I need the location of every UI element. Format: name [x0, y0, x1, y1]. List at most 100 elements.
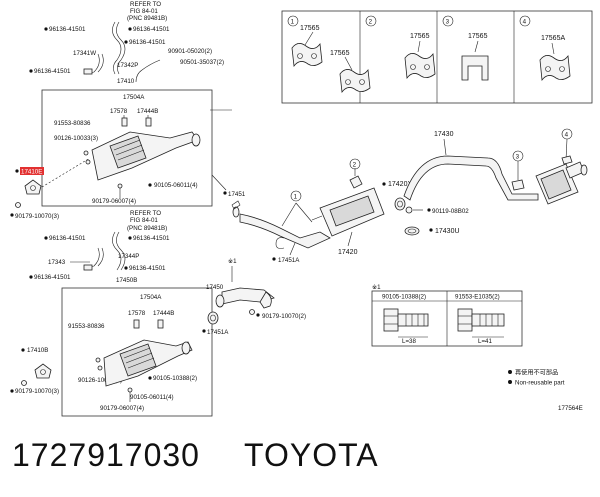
refer-mid-line1: REFER TO: [130, 210, 161, 217]
label-91553-top: 91553-80836: [54, 120, 91, 127]
label-17451-a: 17451: [228, 191, 246, 198]
gasket-ring-icon: [404, 226, 420, 236]
label-star1: ※1: [228, 258, 237, 265]
label-90501: 90501-35037(2): [180, 59, 224, 66]
inset-panel-4-part-a: 17565A: [541, 35, 565, 42]
label-17410e: 17410E: [21, 169, 42, 176]
inset-panel-4-num: 4: [523, 19, 527, 26]
bolt-left-part: 90105-10388(2): [382, 294, 426, 301]
caption-part-number: 1727917030: [12, 437, 200, 473]
label-90105-06011-top: 90105-06011(4): [154, 182, 198, 189]
inset-panel-3-part-a: 17565: [468, 33, 488, 40]
label-90126-bot: 90126-10033(3): [78, 377, 122, 384]
bolt-head-icon: [383, 308, 399, 332]
gasket-icon: [24, 179, 42, 195]
bolt-shank-icon: [471, 313, 505, 327]
refer-mid-line3: (PNC 89481B): [127, 225, 167, 232]
label-17450b: 17450B: [116, 277, 137, 284]
label-17342p: 17342P: [117, 62, 138, 69]
label-17344p: 17344P: [118, 253, 139, 260]
highlight-17410e: [20, 167, 44, 175]
vacuum-hose-icon: [112, 21, 122, 75]
label-90179-10070-a: 90179-10070(3): [15, 213, 59, 220]
label-star1-box: ※1: [372, 284, 381, 291]
gasket-ring-icon: [207, 311, 219, 325]
label-17420x: 17420X: [388, 181, 412, 188]
exhaust-pipe-group: 17451 17420 17451A 1 2 17420X 17430 3: [202, 128, 588, 336]
label-96136-41501-c: 96136-41501: [129, 39, 166, 46]
caption-brand: TOYOTA: [244, 437, 379, 473]
label-17430u: 17430U: [435, 228, 460, 235]
legend-item-2: Non-reusable part: [515, 380, 565, 387]
callout-2: 2: [353, 162, 357, 169]
refer-top-line1: REFER TO: [130, 1, 161, 8]
inset-panel-1-num: 1: [291, 19, 295, 26]
label-17444b-bot: 17444B: [153, 310, 174, 317]
label-90179-10070-c: 90179-10070(2): [262, 313, 306, 320]
bolt-detail-box: ※1 90105-10388(2) 91553-E1035(2) L=38 L=…: [371, 284, 523, 347]
label-96136-41501-e: 96136-41501: [49, 235, 86, 242]
label-17450: 17450: [206, 284, 224, 291]
label-17578-top: 17578: [110, 108, 128, 115]
lower-exhaust-manifold-group: REFER TO FIG 84-01 (PNC 89481B) 96136-41…: [10, 210, 213, 417]
label-17504a-top: 17504A: [123, 94, 145, 101]
label-17444b-top: 17444B: [137, 108, 158, 115]
label-96136-41501-b: 96136-41501: [133, 26, 170, 33]
refer-mid-line2: FIG 84-01: [130, 217, 158, 224]
label-90126-top: 90126-10033(3): [54, 135, 98, 142]
legend: 再使用不可部品 Non-reusable part: [508, 369, 565, 387]
label-17578-bot: 17578: [128, 310, 146, 317]
gasket-inset: 1 17565 17565 2 17565 3 17565 4 17565A: [281, 10, 593, 104]
label-17451a-b: 17451A: [207, 329, 229, 336]
rubber-hanger-icon: [461, 55, 489, 81]
rubber-hanger-icon: [291, 42, 323, 68]
label-17341w: 17341W: [73, 50, 96, 57]
clip-icon: [83, 264, 93, 271]
label-96136-41501-g: 96136-41501: [129, 265, 166, 272]
label-96136-41501-h: 96136-41501: [34, 274, 71, 281]
label-17410-top: 17410: [117, 78, 135, 85]
label-17504a-bot: 17504A: [140, 294, 162, 301]
refer-top-line3: (PNC 89481B): [127, 15, 167, 22]
callout-4: 4: [565, 132, 569, 139]
label-90179-10070-b: 90179-10070(3): [15, 388, 59, 395]
inset-panel-2-num: 2: [369, 19, 373, 26]
label-90179-06007-bot: 90179-06007(4): [100, 405, 144, 412]
label-17430: 17430: [434, 131, 454, 138]
rubber-hanger-icon: [404, 52, 436, 80]
label-17451a-a: 17451A: [278, 257, 300, 264]
vacuum-hose-icon: [112, 231, 122, 271]
inset-panel-1-part-b: 17565: [330, 50, 350, 57]
label-17343: 17343: [48, 259, 66, 266]
label-90179-06007-top: 90179-06007(4): [92, 198, 136, 205]
callout-1: 1: [294, 194, 298, 201]
upper-exhaust-manifold-group: REFER TO FIG 84-01 (PNC 89481B) 96136-41…: [10, 1, 232, 220]
clip-icon: [83, 68, 93, 75]
figure-id: 177564E: [558, 405, 583, 412]
inset-panel-2-part-a: 17565: [410, 33, 430, 40]
gasket-icon: [34, 363, 52, 379]
bolt-right-length: L=41: [478, 338, 492, 345]
refer-top-line2: FIG 84-01: [130, 8, 158, 15]
bolt-shank-icon: [397, 313, 429, 327]
bolt-left-length: L=38: [402, 338, 416, 345]
label-17420: 17420: [338, 249, 358, 256]
label-90105-06011-bot: 90105-06011(4): [130, 394, 174, 401]
label-17410b: 17410B: [27, 347, 48, 354]
front-exhaust-pipe-icon: [239, 213, 331, 249]
label-96136-41501-d: 96136-41501: [34, 68, 71, 75]
tail-pipe-icon: [403, 155, 539, 201]
bolt-right-part: 91553-E1035(2): [455, 294, 500, 301]
label-90119-08802: 90119-08B02: [432, 208, 469, 215]
label-90105-10388: 90105-10388(2): [153, 375, 197, 382]
label-91553-bot: 91553-80836: [68, 323, 105, 330]
legend-item-1: 再使用不可部品: [515, 369, 558, 377]
label-96136-41501-a: 96136-41501: [49, 26, 86, 33]
label-96136-41501-f: 96136-41501: [133, 235, 170, 242]
inset-panel-1-part-a: 17565: [300, 25, 320, 32]
label-90901: 90901-05020(2): [168, 48, 212, 55]
callout-3: 3: [516, 154, 520, 161]
bolt-head-icon: [457, 308, 473, 332]
rubber-hanger-icon: [539, 54, 571, 82]
